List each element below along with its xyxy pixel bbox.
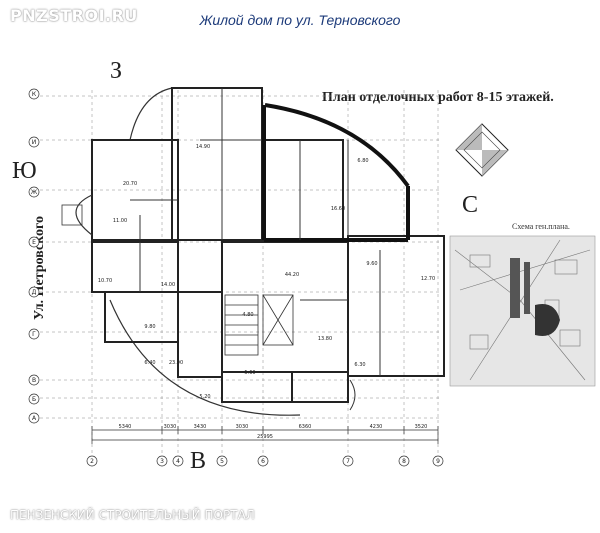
- compass-v: В: [190, 448, 207, 474]
- axis-col-label: 6: [261, 458, 265, 465]
- axis-col-label: 5: [220, 458, 224, 465]
- axis-col-label: 8: [402, 458, 406, 465]
- axis-row-label: Е: [32, 239, 36, 246]
- dimension-total-label: 25995: [257, 434, 273, 440]
- site-scheme-label: Схема ген.плана.: [512, 222, 570, 231]
- compass-s: С: [462, 192, 479, 218]
- axis-col-label: 2: [90, 458, 94, 465]
- axis-col-label: 3: [160, 458, 164, 465]
- axis-row-label: В: [32, 377, 36, 384]
- axis-row-label: Б: [32, 396, 36, 403]
- room-area-label: 11.00: [113, 218, 127, 224]
- room-area-label: 12.70: [421, 276, 435, 282]
- axis-row-label: Ж: [31, 189, 38, 196]
- room-area-label: 9.80: [144, 324, 155, 330]
- compass-yu: Ю: [12, 158, 37, 184]
- room-area-label: 5.20: [199, 394, 210, 400]
- portal-watermark: ПЕНЗЕНСКИЙ СТРОИТЕЛЬНЫЙ ПОРТАЛ: [10, 508, 255, 522]
- axis-col-label: 9: [436, 458, 440, 465]
- site-watermark: PNZSTROI.RU: [10, 6, 138, 25]
- room-area-label: 5.60: [244, 370, 255, 376]
- room-area-label: 9.60: [366, 261, 377, 267]
- axis-col-label: 4: [176, 458, 180, 465]
- dimension-label: 3430: [194, 424, 207, 430]
- room-area-label: 4.80: [242, 312, 253, 318]
- room-area-label: 14.90: [196, 144, 210, 150]
- room-area-label: 6.40: [144, 360, 155, 366]
- dimension-label: 3030: [236, 424, 249, 430]
- room-area-label: 20.70: [123, 181, 137, 187]
- dimension-label: 6360: [299, 424, 312, 430]
- axis-row-label: Д: [32, 289, 37, 296]
- room-area-label: 6.30: [354, 362, 365, 368]
- dimension-label: 4230: [370, 424, 383, 430]
- dimension-label: 3030: [164, 424, 177, 430]
- room-area-label: 13.80: [318, 336, 332, 342]
- room-area-label: 6.80: [357, 158, 368, 164]
- axis-row-label: И: [32, 139, 37, 146]
- north-arrow-icon: [455, 123, 509, 177]
- dimension-label: 3520: [415, 424, 428, 430]
- room-area-label: 16.60: [331, 206, 345, 212]
- axis-row-label: Г: [32, 331, 36, 338]
- page-caption: Жилой дом по ул. Терновского: [199, 12, 401, 28]
- room-area-label: 44.20: [285, 272, 299, 278]
- room-area-label: 23.90: [169, 360, 183, 366]
- room-area-label: 14.00: [161, 282, 175, 288]
- compass-z: З: [110, 58, 123, 84]
- room-area-label: 10.70: [98, 278, 112, 284]
- axis-col-label: 7: [346, 458, 350, 465]
- axis-row-label: А: [32, 415, 37, 422]
- axis-row-label: К: [32, 91, 37, 98]
- dimension-label: 5340: [119, 424, 132, 430]
- site-scheme-inset: [449, 235, 596, 387]
